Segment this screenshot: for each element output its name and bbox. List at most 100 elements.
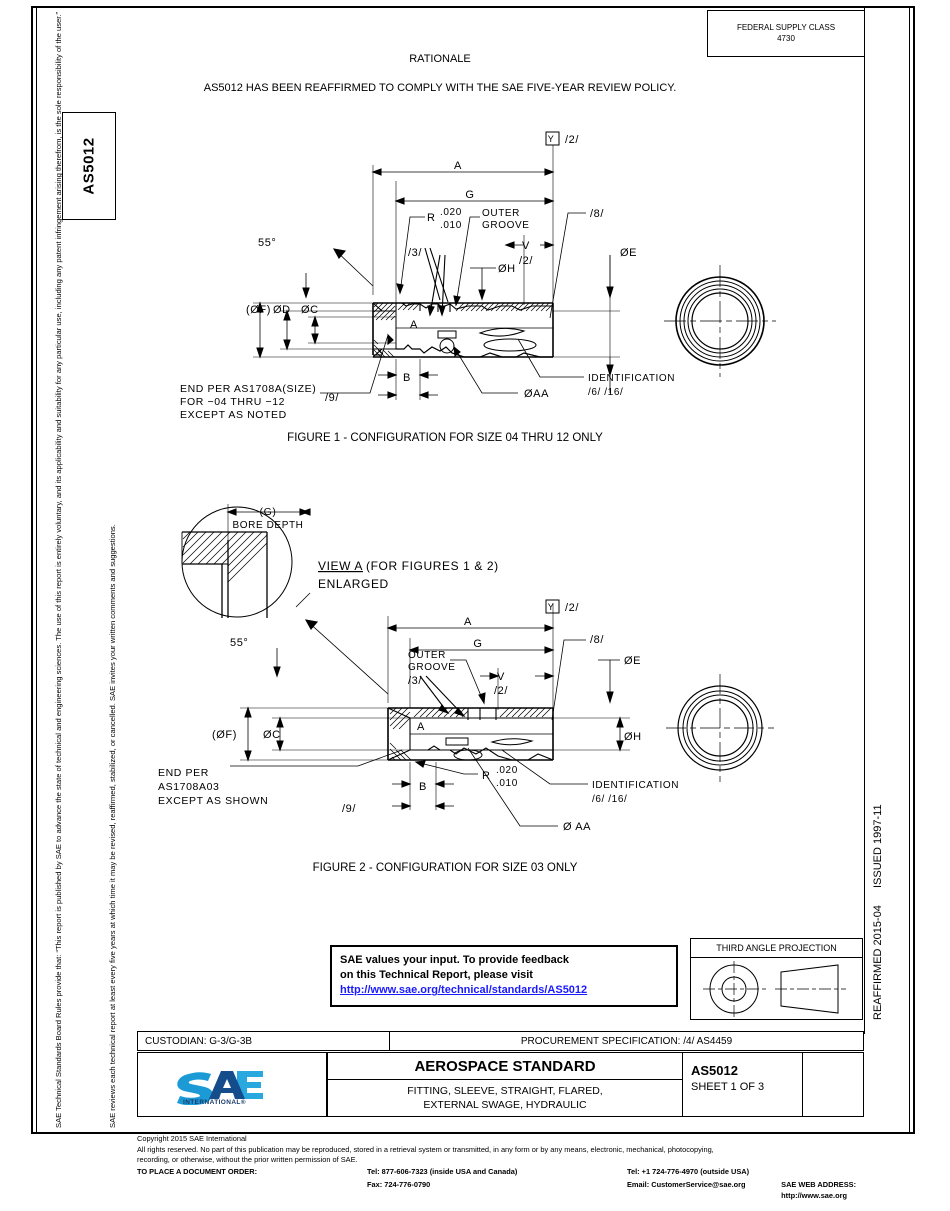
fig2-flag-3: /3/ <box>408 675 422 687</box>
view-a-title-rest: (FOR FIGURES 1 & 2) <box>366 559 499 573</box>
title-block: INTERNATIONAL® AEROSPACE STANDARD FITTIN… <box>137 1052 864 1117</box>
order-email: Email: CustomerService@sae.org <box>627 1179 746 1189</box>
fig2-dim-v: V <box>497 671 505 683</box>
sae-web-address: SAE WEB ADDRESS: http://www.sae.org <box>781 1179 857 1200</box>
document-number: AS5012 <box>691 1063 738 1078</box>
figure-2-drawing: A G Y /2/ OUTER GROOVE /3/ /8/ V /2/ ØE … <box>120 598 880 860</box>
fig2-dia-aa: Ø AA <box>563 821 591 833</box>
fig1-dim-b: B <box>403 372 411 384</box>
order-label: TO PLACE A DOCUMENT ORDER: <box>137 1167 258 1177</box>
fig1-flag-3: /3/ <box>408 247 422 259</box>
fig2-flag-2b: /2/ <box>494 685 508 697</box>
fig2-identification: IDENTIFICATION <box>592 780 679 791</box>
custodian-row: CUSTODIAN: G-3/G-3B PROCUREMENT SPECIFIC… <box>137 1031 864 1051</box>
sidebar-legal-paragraph-1: SAE Technical Standards Board Rules prov… <box>54 11 63 1128</box>
fig1-radius-lower: .010 <box>440 220 462 231</box>
sheet-number: SHEET 1 OF 3 <box>691 1081 765 1093</box>
fig1-outer-groove-l1: OUTER <box>482 208 520 219</box>
fig2-flag-9: /9/ <box>342 803 356 815</box>
rationale-title: RATIONALE <box>409 53 471 65</box>
order-fax: Fax: 724-776-0790 <box>367 1179 431 1189</box>
fig2-dia-h: ØH <box>624 731 642 743</box>
fig2-view-a-ref: A <box>417 721 425 733</box>
fig1-note-l3: EXCEPT AS NOTED <box>180 409 287 421</box>
copyright-line-3: recording, or otherwise, without the pri… <box>137 1155 358 1165</box>
feedback-link[interactable]: http://www.sae.org/technical/standards/A… <box>340 984 588 997</box>
figure-1-caption: FIGURE 1 - CONFIGURATION FOR SIZE 04 THR… <box>287 432 603 444</box>
fig2-note-l1: END PER <box>158 767 209 779</box>
fig2-radius-lower: .010 <box>496 778 518 789</box>
figure-1-drawing: A G Y /2/ R .020 .010 OUTER GROOVE /3/ /… <box>120 125 880 425</box>
rationale-body: AS5012 HAS BEEN REAFFIRMED TO COMPLY WIT… <box>203 82 677 94</box>
fig1-dia-aa: ØAA <box>524 388 549 400</box>
document-tab-label: AS5012 <box>80 137 98 195</box>
fig1-note-l1: END PER AS1708A(SIZE) <box>180 383 316 395</box>
sae-logo: INTERNATIONAL® <box>177 1065 287 1106</box>
fig1-flag-2b: /2/ <box>519 255 533 267</box>
standard-subtitle-line-2: EXTERNAL SWAGE, HYDRAULIC <box>423 1099 587 1111</box>
fig1-dia-e: ØE <box>620 247 637 259</box>
view-a-dim-g: (G) <box>260 506 277 518</box>
revision-strip <box>864 6 888 1034</box>
sheet-border-inner <box>36 6 910 1134</box>
fig2-dim-a: A <box>464 616 472 628</box>
federal-supply-class-value: 4730 <box>777 33 795 43</box>
custodian-cell: CUSTODIAN: G-3/G-3B <box>137 1031 389 1051</box>
fig2-flags-6-16: /6/ /16/ <box>592 794 627 805</box>
title-block-blank-cell <box>803 1053 863 1116</box>
fig2-outer-groove-l1: OUTER <box>408 650 446 661</box>
view-a-subtitle: ENLARGED <box>318 577 389 591</box>
fig2-flag-8: /8/ <box>590 634 604 646</box>
view-a-enlarged: (G) BORE DEPTH VIEW A (FOR FIGURES 1 & 2… <box>170 490 570 620</box>
document-tab-as5012: AS5012 <box>62 112 116 220</box>
feedback-line-2: on this Technical Report, please visit <box>340 969 533 982</box>
fig2-angle: 55° <box>230 637 248 649</box>
view-a-title: VIEW A <box>318 559 363 573</box>
fig1-note-l2: FOR −04 THRU −12 <box>180 396 285 408</box>
sheet-border-outer <box>31 6 915 1134</box>
fig1-flags-6-16: /6/ /16/ <box>588 387 623 398</box>
procurement-specification-cell: PROCUREMENT SPECIFICATION: /4/ AS4459 <box>389 1031 864 1051</box>
federal-supply-class-box: FEDERAL SUPPLY CLASS 4730 <box>707 10 865 57</box>
fig1-dim-g: G <box>465 189 474 201</box>
standard-subtitle-line-1: FITTING, SLEEVE, STRAIGHT, FLARED, <box>407 1084 603 1097</box>
fig1-radius-r: R <box>427 212 436 224</box>
federal-supply-class-label: FEDERAL SUPPLY CLASS <box>736 22 836 32</box>
fig1-flag-2a: /2/ <box>565 134 579 146</box>
fig1-datum-y: Y <box>548 134 555 144</box>
fig1-identification: IDENTIFICATION <box>588 373 675 384</box>
document-number-cell: AS5012 SHEET 1 OF 3 <box>683 1053 803 1116</box>
fig2-note-l3: EXCEPT AS SHOWN <box>158 795 268 807</box>
fig2-dim-b: B <box>419 781 427 793</box>
fig2-dia-e: ØE <box>624 655 641 667</box>
order-tel-inside: Tel: 877-606-7323 (inside USA and Canada… <box>367 1167 518 1177</box>
copyright-block: Copyright 2015 SAE International All rig… <box>137 1134 897 1201</box>
fig1-dim-v: V <box>522 240 530 252</box>
third-angle-projection-box: THIRD ANGLE PROJECTION <box>690 938 863 1020</box>
fig1-dim-a: A <box>454 160 462 172</box>
copyright-line-2: All rights reserved. No part of this pub… <box>137 1144 714 1154</box>
sae-logo-sub: INTERNATIONAL® <box>183 1098 246 1106</box>
third-angle-projection-title: THIRD ANGLE PROJECTION <box>691 939 862 958</box>
fig1-dia-f: (ØF) <box>246 304 271 316</box>
fig1-view-a-ref: A <box>410 319 418 331</box>
view-a-bore-depth: BORE DEPTH <box>232 520 303 531</box>
third-angle-projection-symbol <box>703 961 846 1017</box>
fig2-dim-g: G <box>473 638 482 650</box>
sidebar-legal-paragraph-2: SAE reviews each technical report at lea… <box>108 524 117 1128</box>
fig1-dia-c: ØC <box>301 304 319 316</box>
figure-2-caption: FIGURE 2 - CONFIGURATION FOR SIZE 03 ONL… <box>312 862 578 874</box>
copyright-line-1: Copyright 2015 SAE International <box>137 1134 247 1143</box>
fig1-dia-h: ØH <box>498 263 516 275</box>
order-tel-outside: Tel: +1 724-776-4970 (outside USA) <box>627 1167 750 1177</box>
title-block-title-cell: AEROSPACE STANDARD FITTING, SLEEVE, STRA… <box>328 1053 683 1116</box>
fig2-radius-upper: .020 <box>496 765 518 776</box>
fig2-outer-groove-l2: GROOVE <box>408 662 456 673</box>
aerospace-standard-title: AEROSPACE STANDARD <box>328 1053 682 1080</box>
fig1-dia-d: ØD <box>273 304 291 316</box>
reaffirmed-date: REAFFIRMED 2015-04 <box>872 905 884 1020</box>
fig1-flag-8: /8/ <box>590 208 604 220</box>
fig2-note-l2: AS1708A03 <box>158 781 219 793</box>
fig2-dia-c: ØC <box>263 729 281 741</box>
